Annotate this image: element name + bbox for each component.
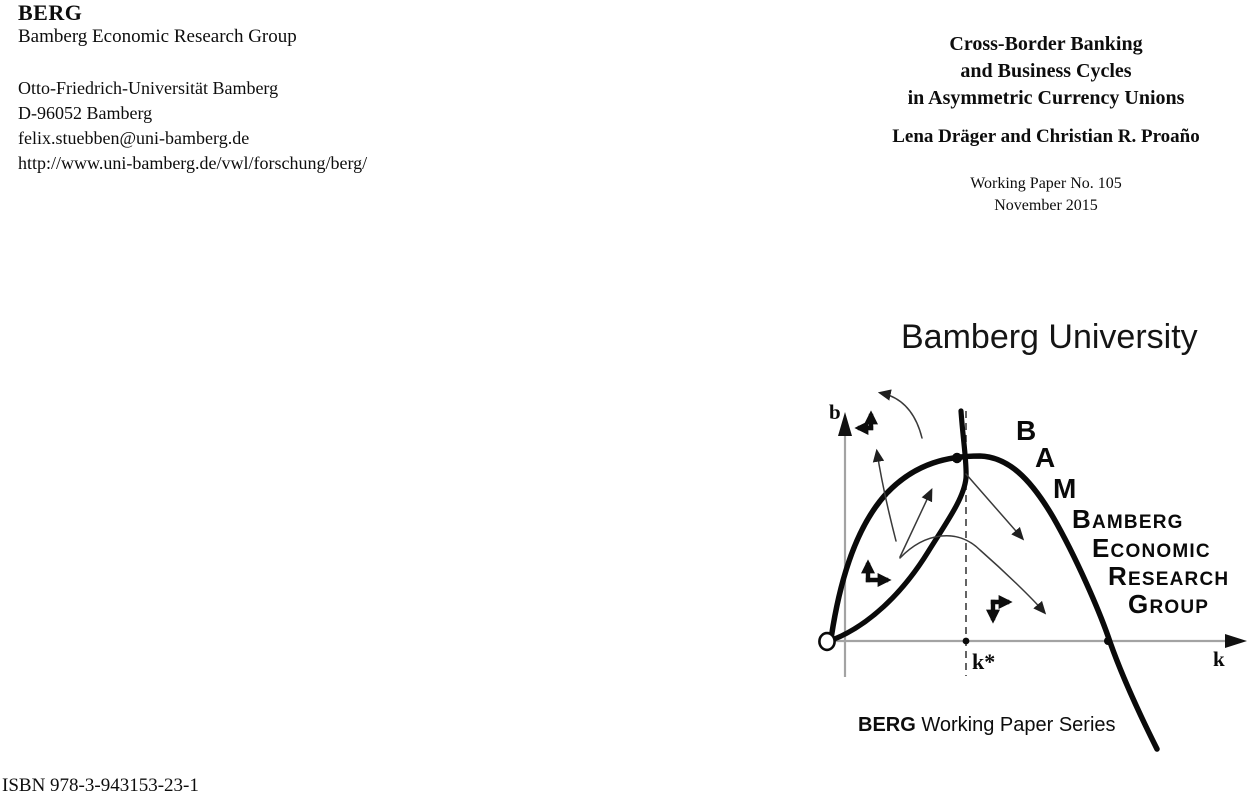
isbn: ISBN 978-3-943153-23-1 [2, 775, 199, 796]
series-info: Working Paper No. 105 November 2015 [860, 173, 1232, 217]
series-footer-prefix: BERG [858, 714, 916, 736]
trajectory-arrow-upper-left [877, 389, 923, 439]
paper-date: November 2015 [994, 197, 1098, 214]
paper-authors: Lena Dräger and Christian R. Proaño [892, 126, 1200, 147]
trajectory-arrow-left [872, 448, 897, 542]
paper-title: Cross-Border Banking and Business Cycles… [860, 31, 1232, 112]
publisher-name: BERG [18, 0, 83, 25]
y-axis-label: b [829, 400, 841, 424]
steady-state-dot [951, 452, 963, 464]
working-paper-number: Working Paper No. 105 [970, 175, 1122, 192]
series-footer: BERG Working Paper Series [858, 714, 1116, 737]
cascade-letter-m: M [1053, 473, 1076, 504]
kstar-label: k* [972, 649, 995, 674]
trajectory-arrows [872, 389, 1047, 615]
kstar-axis-dot [962, 637, 970, 645]
origin-circle [818, 631, 836, 652]
university-heading: Bamberg University [901, 318, 1198, 356]
wordmark-line-research: RESEARCH [1108, 561, 1229, 591]
address-line-institution: Otto-Friedrich-Universität Bamberg [18, 78, 279, 98]
hump-curve [828, 453, 1160, 752]
address-line-city: D-96052 Bamberg [18, 103, 153, 123]
address-line-email: felix.stuebben@uni-bamberg.de [18, 128, 250, 148]
title-line-3: in Asymmetric Currency Unions [907, 87, 1185, 109]
y-axis-arrowhead-icon [838, 412, 852, 436]
phase-direction-arrows [854, 410, 1013, 624]
cascade-letter-a: A [1035, 442, 1055, 473]
trajectory-arrow-long-arc [899, 534, 1047, 615]
x-axis-arrowhead-icon [1225, 634, 1247, 648]
publisher-subtitle: Bamberg Economic Research Group [18, 26, 297, 47]
logo-cascade-letters: B A M [1016, 415, 1076, 504]
wordmark-line-group: GROUP [1128, 589, 1209, 619]
title-line-2: and Business Cycles [960, 60, 1132, 82]
saddle-path-curve [829, 408, 969, 643]
x-axis-label: k [1213, 647, 1225, 671]
address-line-url: http://www.uni-bamberg.de/vwl/forschung/… [18, 153, 368, 173]
axis-crossing-dot [1104, 637, 1112, 645]
title-line-1: Cross-Border Banking [949, 33, 1143, 55]
wordmark-line-bamberg: BAMBERG [1072, 504, 1184, 534]
trajectory-arrow-down-right [965, 473, 1025, 541]
logo-wordmark: BAMBERG ECONOMIC RESEARCH GROUP [1072, 504, 1229, 619]
trajectory-arrow-lens-up [899, 488, 933, 558]
series-footer-rest: Working Paper Series [915, 714, 1116, 736]
berg-logo-phase-diagram: b k k* B A M BAMBERG ECONOMIC RESEARCH G… [818, 389, 1247, 752]
publisher-address: Otto-Friedrich-Universität Bamberg D-960… [18, 76, 367, 176]
wordmark-line-economic: ECONOMIC [1092, 533, 1211, 563]
cascade-letter-b: B [1016, 415, 1036, 446]
